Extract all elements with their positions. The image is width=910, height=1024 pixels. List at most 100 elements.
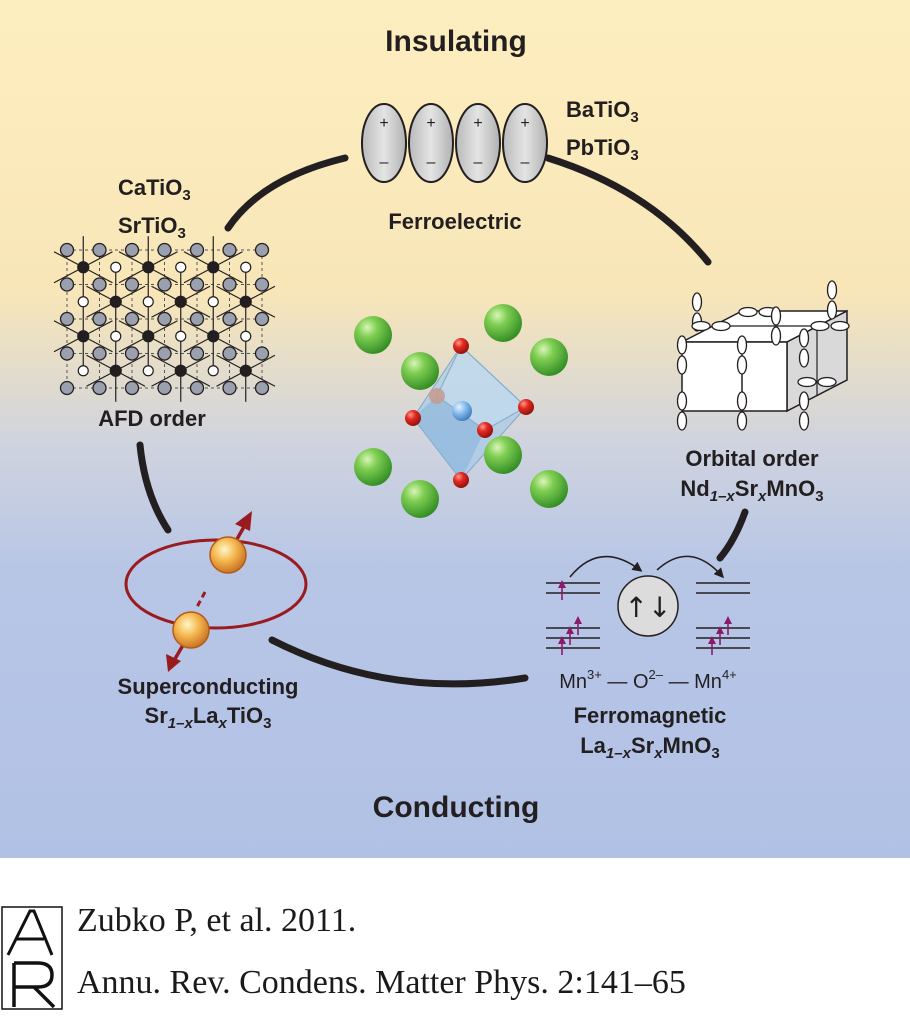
orbital-material: Nd1–xSrxMnO3: [680, 476, 824, 505]
oxygen-ion: [240, 261, 252, 273]
ferroelectric-material-2: PbTiO3: [566, 135, 639, 164]
svg-text:↑↓: ↑↓: [625, 591, 672, 624]
afd-material-1: CaTiO3: [118, 175, 191, 204]
b-site-ion: [109, 364, 122, 377]
a-site-ion: [92, 311, 107, 327]
oxygen-ion: [453, 472, 469, 488]
conducting-label: Conducting: [372, 791, 540, 824]
b-site-ion: [142, 330, 155, 343]
a-site-ion: [92, 380, 107, 396]
ring-arc-left: [136, 441, 172, 534]
a-site-ion: [254, 277, 270, 292]
oxygen-ion: [429, 388, 445, 404]
a-site-ion: [189, 242, 205, 258]
electron-icon: [172, 611, 210, 649]
a-site-ion: [124, 346, 140, 361]
b-site-ion: [207, 261, 220, 274]
oxygen-ion: [207, 365, 219, 377]
dipole-icon: + –: [361, 103, 407, 183]
exchange-ions: Mn3+ — O2– — Mn4+: [559, 667, 737, 693]
insulating-label: Insulating: [385, 25, 527, 58]
svg-text:–: –: [427, 154, 436, 171]
a-site-ion: [189, 346, 205, 361]
afd-lattice-icon: [53, 236, 276, 402]
b-site-ion: [142, 261, 155, 274]
oxygen-ion: [77, 365, 89, 377]
a-site-ion: [222, 242, 237, 258]
b-site-ion: [239, 364, 252, 377]
a-site-ion: [189, 277, 205, 292]
oxygen-orbital-icon: [617, 575, 679, 637]
b-site-ion: [109, 295, 122, 308]
ferroelectric-dipoles: + – + – + – + –: [361, 103, 548, 183]
a-site-ion: [124, 380, 140, 396]
oxygen-ion: [453, 338, 469, 354]
oxygen-ion: [110, 330, 122, 342]
a-site-ion: [222, 380, 237, 396]
a-site-ion: [59, 311, 75, 327]
oxygen-ion: [77, 296, 89, 308]
a-site-ion: [157, 346, 172, 361]
a-site-ion: [401, 480, 439, 518]
a-site-ion: [254, 242, 270, 258]
svg-text:+: +: [520, 115, 529, 132]
a-site-ion: [59, 277, 75, 292]
ferroelectric-title: Ferroelectric: [388, 209, 522, 234]
b-site-ion: [174, 295, 187, 308]
oxygen-ion: [477, 422, 493, 438]
oxygen-ion: [207, 296, 219, 308]
ferroelectric-materials: BaTiO3 PbTiO3: [566, 95, 639, 171]
svg-text:–: –: [474, 154, 483, 171]
a-site-ion: [484, 436, 522, 474]
oxygen-ion: [142, 365, 154, 377]
electron-icon: [209, 536, 247, 574]
a-site-ion: [254, 380, 270, 396]
dipole-icon: + –: [408, 103, 454, 183]
oxygen-ion: [175, 330, 187, 342]
a-site-ion: [254, 311, 270, 327]
a-site-ion: [189, 380, 205, 396]
oxygen-ion: [110, 261, 122, 273]
ferromagnetic-material: La1–xSrxMnO3: [580, 733, 720, 762]
a-site-ion: [124, 311, 140, 327]
svg-text:–: –: [521, 154, 530, 171]
oxygen-ion: [240, 330, 252, 342]
a-site-ion: [222, 277, 237, 292]
oxygen-ion: [175, 261, 187, 273]
a-site-ion: [92, 242, 107, 258]
afd-material-2: SrTiO3: [118, 213, 186, 242]
cooper-pair-icon: [124, 511, 308, 672]
a-site-ion: [354, 448, 392, 486]
a-site-ion: [59, 380, 75, 396]
superconducting-title: Superconducting: [117, 674, 299, 699]
svg-text:+: +: [379, 115, 388, 132]
a-site-ion: [124, 242, 140, 258]
svg-text:+: +: [473, 115, 482, 132]
ferroelectric-material-1: BaTiO3: [566, 97, 639, 126]
oxygen-ion: [518, 399, 534, 415]
phase-cycle-ring: [136, 154, 749, 688]
a-site-ion: [157, 242, 172, 258]
a-site-ion: [157, 380, 172, 396]
afd-materials: CaTiO3 SrTiO3: [118, 173, 191, 249]
b-site-ion: [174, 364, 187, 377]
a-site-ion: [59, 242, 75, 258]
citation-authors: Zubko P, et al. 2011.: [77, 902, 357, 939]
a-site-ion: [530, 470, 568, 508]
afd-title: AFD order: [98, 406, 206, 431]
oxygen-ion: [405, 410, 421, 426]
dipole-icon: + –: [455, 103, 501, 183]
superconducting-material: Sr1–xLaxTiO3: [144, 703, 272, 732]
citation-journal: Annu. Rev. Condens. Matter Phys. 2:141–6…: [77, 964, 686, 1001]
a-site-ion: [530, 338, 568, 376]
double-exchange-icon: ↑↓: [546, 555, 750, 655]
dipole-icon: + –: [502, 103, 548, 183]
ferromagnetic-title: Ferromagnetic: [573, 703, 727, 728]
a-site-ion: [157, 277, 172, 292]
a-site-ion: [92, 277, 107, 292]
b-site-ion: [207, 330, 220, 343]
a-site-ion: [401, 352, 439, 390]
svg-text:+: +: [426, 115, 435, 132]
ring-arc-bottom: [268, 636, 529, 688]
a-site-ion: [157, 311, 172, 327]
